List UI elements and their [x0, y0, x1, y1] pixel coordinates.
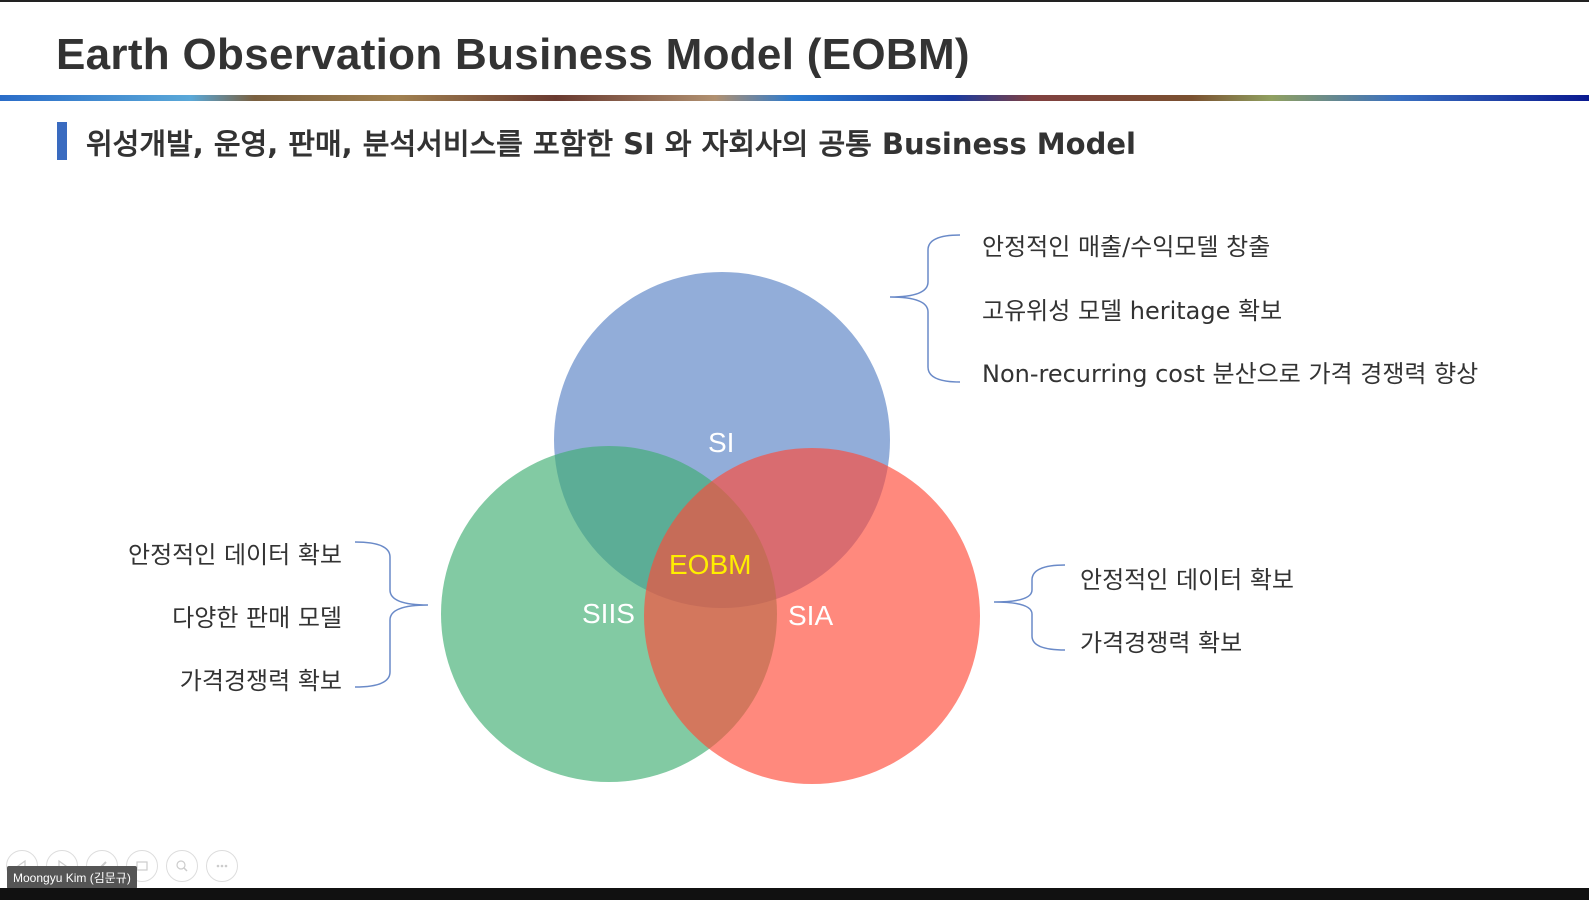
siis-note: 다양한 판매 모델 [172, 604, 342, 632]
si-note: 고유위성 모델 heritage 확보 [982, 297, 1283, 325]
more-options-icon[interactable] [206, 850, 238, 882]
zoom-icon[interactable] [166, 850, 198, 882]
window-top-border [0, 0, 1589, 2]
siis-note: 가격경쟁력 확보 [179, 667, 342, 695]
si-note: Non-recurring cost 분산으로 가격 경쟁력 향상 [982, 360, 1479, 388]
slide-title: Earth Observation Business Model (EOBM) [56, 30, 970, 79]
bracket-si [889, 234, 961, 383]
bracket-sia [993, 564, 1066, 651]
venn-circle-sia [644, 448, 980, 784]
presenter-name-tag: Moongyu Kim (김문규) [7, 866, 137, 889]
bracket-siis [354, 541, 429, 688]
sia-note: 안정적인 데이터 확보 [1080, 566, 1294, 594]
siis-note: 안정적인 데이터 확보 [128, 541, 342, 569]
venn-label-si: SI [708, 427, 735, 458]
venn-label-sia: SIA [788, 600, 834, 631]
subtitle-marker [57, 122, 67, 160]
slide-subtitle: 위성개발, 운영, 판매, 분석서비스를 포함한 SI 와 자회사의 공통 Bu… [86, 127, 1136, 161]
si-note: 안정적인 매출/수익모델 창출 [982, 233, 1271, 261]
sia-note: 가격경쟁력 확보 [1080, 629, 1243, 657]
title-banner-strip [0, 95, 1589, 101]
venn-label-siis: SIIS [582, 598, 635, 629]
venn-label-eobm: EOBM [669, 549, 752, 580]
window-bottom-border [0, 888, 1589, 900]
